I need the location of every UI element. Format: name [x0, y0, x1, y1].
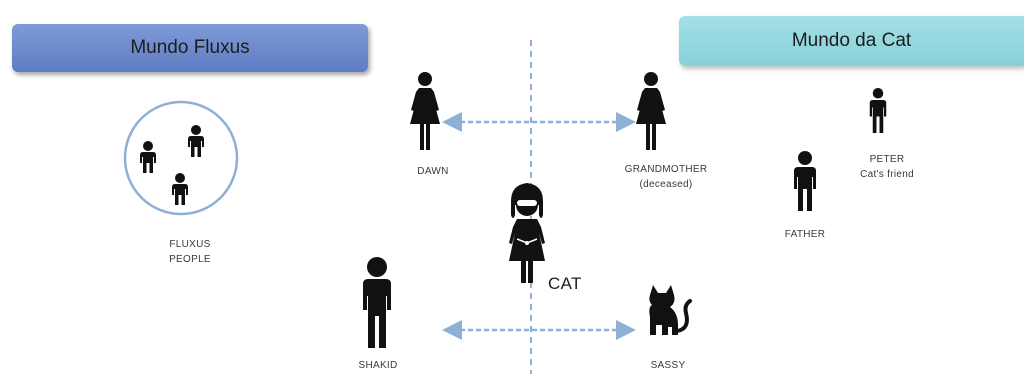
sassy-label: SASSY	[651, 358, 686, 373]
father-name: FATHER	[784, 229, 826, 240]
peter-name: PETER	[869, 154, 905, 165]
dawn-label: DAWN	[417, 164, 448, 179]
peter-man-icon	[869, 88, 887, 133]
dawn-woman-icon	[410, 72, 440, 150]
mundo-fluxus-box: Mundo Fluxus	[12, 24, 368, 72]
cat-girl-icon	[508, 182, 546, 284]
fluxus-people-label-line2: PEOPLE	[169, 254, 211, 265]
fluxus-people-label: FLUXUS PEOPLE	[169, 237, 211, 267]
shakid-label: SHAKID	[358, 358, 397, 373]
father-man-icon	[794, 151, 816, 211]
grandmother-note: (deceased)	[639, 179, 693, 190]
father-label: FATHER	[785, 227, 826, 242]
grandmother-label: GRANDMOTHER (deceased)	[625, 162, 708, 192]
grandmother-name: GRANDMOTHER	[624, 164, 708, 175]
grandmother-woman-icon	[636, 72, 666, 150]
peter-note: Cat's friend	[860, 169, 914, 180]
mundo-da-cat-box: Mundo da Cat	[679, 16, 1024, 66]
shakid-name: SHAKID	[358, 360, 398, 371]
mundo-fluxus-label: Mundo Fluxus	[130, 37, 250, 58]
sassy-cat-icon	[647, 283, 692, 337]
peter-label: PETER Cat's friend	[860, 152, 914, 182]
sassy-name: SASSY	[650, 360, 686, 371]
fluxus-people-label-line1: FLUXUS	[169, 239, 211, 250]
cat-name: CAT	[548, 274, 582, 293]
shakid-child-icon	[363, 257, 391, 348]
cat-label: CAT	[548, 274, 582, 293]
dawn-name: DAWN	[417, 166, 449, 177]
mundo-da-cat-label: Mundo da Cat	[791, 30, 912, 51]
fluxus-people-circle	[123, 100, 239, 216]
